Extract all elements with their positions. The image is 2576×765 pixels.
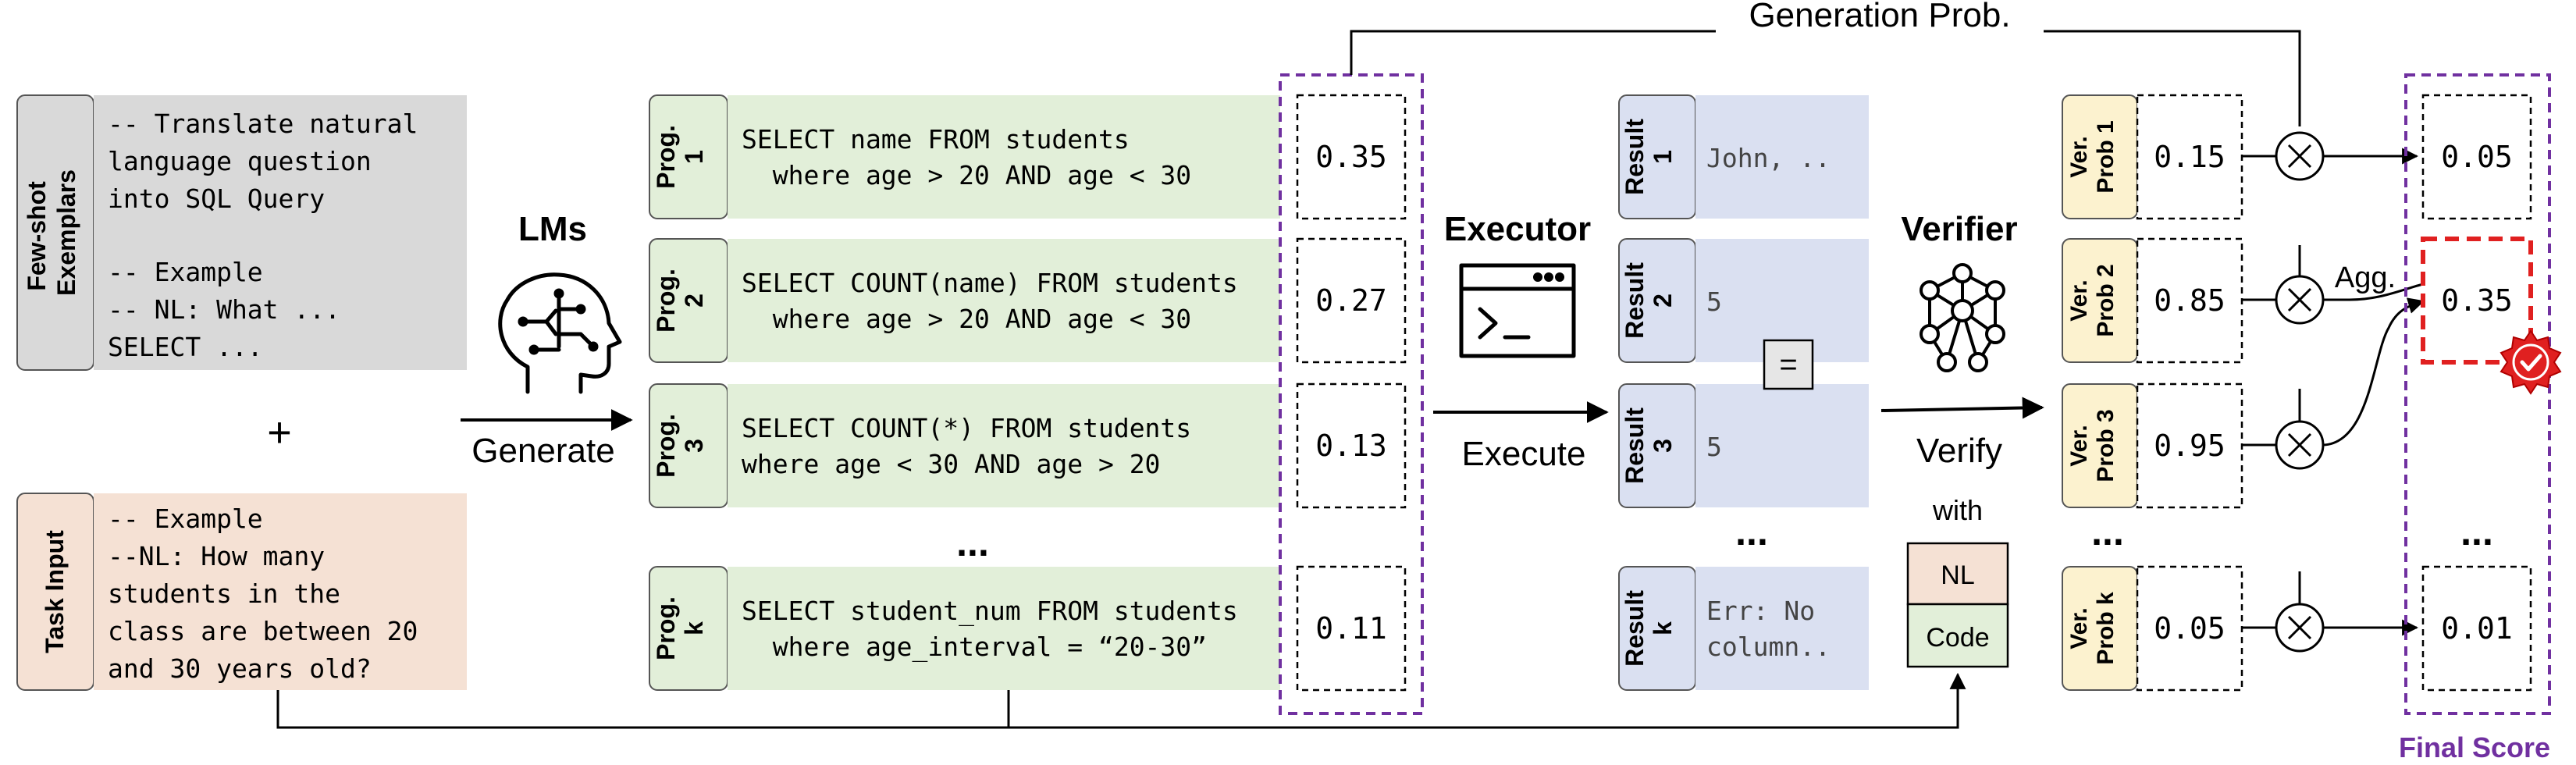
generation-prob-values: 0.35 0.27 0.13 0.11 <box>1296 94 1407 692</box>
program-code: SELECT name FROM students where age > 20… <box>742 124 1191 190</box>
few-shot-exemplars: Few-shot Exemplars -- Translate natural … <box>16 94 467 371</box>
generation-prob-label: Generation Prob. <box>1749 0 2010 34</box>
result-ellipsis: ... <box>1735 510 1768 553</box>
nl-label: NL <box>1941 560 1974 590</box>
program-3: Prog.3 SELECT COUNT(*) FROM students whe… <box>649 383 1280 508</box>
verify-arrow <box>1880 397 2044 419</box>
task-input-text: -- Example --NL: How many students in th… <box>108 503 433 684</box>
result-tag: Result1 <box>1621 119 1677 195</box>
nl-code-stack: NL Code <box>1906 542 2009 668</box>
program-code: SELECT student_num FROM students where a… <box>742 596 1254 663</box>
final-score-label: Final Score <box>2399 731 2550 763</box>
verification-prob: 0.15 <box>2154 140 2226 174</box>
program-tag: Prog.1 <box>652 125 708 189</box>
verification-tag: Ver.Prob 2 <box>2066 264 2119 336</box>
input-feedback-line <box>276 672 1966 729</box>
result-text: John, .. <box>1706 143 1831 173</box>
verify-label: Verify <box>1916 432 2002 470</box>
multiply-icon <box>2275 603 2325 653</box>
generation-prob-value: 0.35 <box>1315 140 1387 174</box>
program-k: Prog.k SELECT student_num FROM students … <box>649 566 1280 691</box>
program-tag: Prog.3 <box>652 414 708 478</box>
neural-network-icon <box>1920 263 2005 372</box>
verification-3: Ver.Prob 3 0.95 <box>2062 382 2243 509</box>
result-tag: Result3 <box>1621 407 1677 484</box>
terminal-window-icon <box>1459 263 1576 358</box>
generation-prob-value: 0.27 <box>1315 283 1387 318</box>
multiply-nodes <box>2242 148 2425 636</box>
program-2: Prog.2 SELECT COUNT(name) FROM students … <box>649 238 1280 363</box>
multiply-icon <box>2275 131 2325 181</box>
program-code: SELECT COUNT(name) FROM students where a… <box>742 268 1254 334</box>
result-k: Resultk Err: No column.. <box>1618 566 1869 691</box>
verification-ellipsis: ... <box>2091 510 2124 553</box>
verification-tag: Ver.Prob 3 <box>2066 409 2119 482</box>
verify-with-label: with <box>1932 494 1983 526</box>
equals-badge: = <box>1763 339 1814 390</box>
verification-tag: Ver.Prob 1 <box>2066 120 2119 193</box>
verification-2: Ver.Prob 2 0.85 <box>2062 237 2243 364</box>
few-shot-label: Few-shot Exemplars <box>23 169 80 296</box>
final-score-frame <box>2404 73 2551 715</box>
code-label: Code <box>1926 623 1989 653</box>
result-1: Result1 John, .. <box>1618 94 1869 219</box>
verifier-title: Verifier <box>1901 210 2017 248</box>
verification-prob: 0.85 <box>2154 283 2226 318</box>
verification-prob: 0.05 <box>2154 611 2226 646</box>
result-text: Err: No column.. <box>1706 596 1831 662</box>
generation-prob-value: 0.13 <box>1315 429 1387 463</box>
final-score-value: 0.05 <box>2441 140 2513 174</box>
execute-label: Execute <box>1462 435 1586 473</box>
program-tag: Prog.2 <box>652 269 708 333</box>
final-score-value: 0.35 <box>2441 283 2513 318</box>
verification-prob: 0.95 <box>2154 429 2226 463</box>
few-shot-text: -- Translate natural language question i… <box>108 109 433 362</box>
verification-k: Ver.Prob k 0.05 <box>2062 565 2243 692</box>
final-score-ellipsis: ... <box>2460 510 2493 553</box>
checkmark-badge-icon <box>2500 329 2562 395</box>
program-1: Prog.1 SELECT name FROM students where a… <box>649 94 1280 219</box>
program-list: Prog.1 SELECT name FROM students where a… <box>649 94 1280 691</box>
multiply-icon <box>2275 275 2325 325</box>
task-input: Task Input -- Example --NL: How many stu… <box>16 493 467 691</box>
svg-text:=: = <box>1779 347 1797 382</box>
program-ellipsis: ... <box>956 521 989 564</box>
brain-head-icon <box>498 272 622 394</box>
result-tag: Resultk <box>1621 590 1677 667</box>
final-score-values: 0.05 0.35 ... 0.01 <box>2421 94 2533 692</box>
multiply-icon <box>2275 420 2325 470</box>
verification-1: Ver.Prob 1 0.15 <box>2062 94 2243 220</box>
task-input-label: Task Input <box>41 530 69 653</box>
result-2: Result2 5 <box>1618 238 1869 363</box>
plus-sign: + <box>267 409 292 456</box>
result-text: 5 <box>1706 432 1722 462</box>
result-tag: Result2 <box>1621 262 1677 339</box>
lms-title: LMs <box>518 210 587 248</box>
program-tag: Prog.k <box>652 596 708 660</box>
verification-tag: Ver.Prob k <box>2066 592 2119 665</box>
result-text: 5 <box>1706 286 1722 317</box>
result-3: Result3 5 <box>1618 383 1869 508</box>
agg-label: Agg. <box>2335 262 2396 294</box>
program-code: SELECT COUNT(*) FROM students where age … <box>742 413 1207 479</box>
generation-prob-value: 0.11 <box>1315 611 1387 646</box>
executor-title: Executor <box>1444 210 1591 248</box>
result-list: Result1 John, .. Result2 5 Result3 5 = .… <box>1618 94 1869 691</box>
verification-list: Ver.Prob 1 0.15 Ver.Prob 2 0.85 Ver.Prob… <box>2062 94 2243 692</box>
generate-label: Generate <box>471 432 614 470</box>
final-score-value: 0.01 <box>2441 611 2513 646</box>
